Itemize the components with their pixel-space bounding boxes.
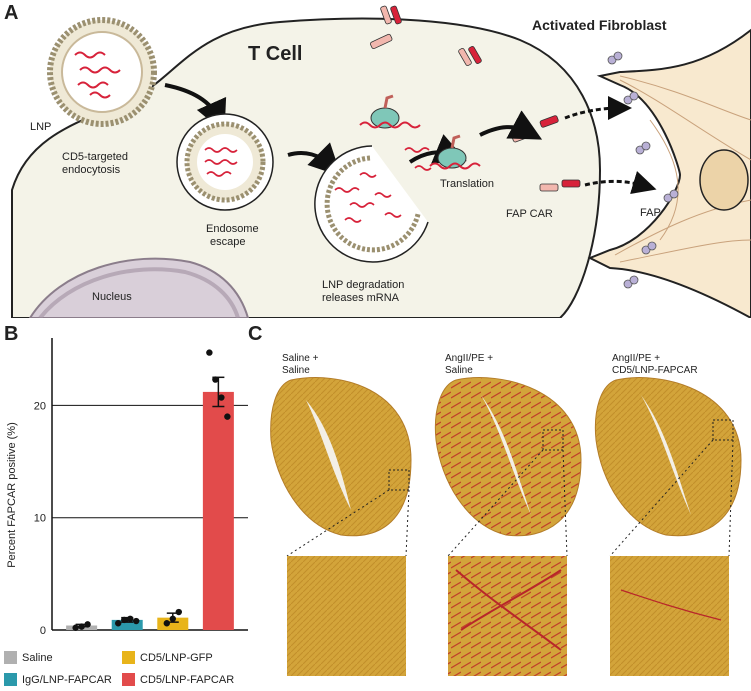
y-tick-label: 10 [34,513,46,525]
data-point [206,349,213,356]
y-tick-label: 20 [34,400,46,412]
bar-igg-lnp-fapcar [111,619,143,630]
endosome [176,113,274,211]
zoom-saline [287,556,406,676]
degraded-lnp [314,145,429,263]
t-cell-title: T Cell [248,43,302,65]
data-point [218,394,225,401]
degradation-label-2: releases mRNA [322,292,400,304]
legend-item: CD5/LNP-GFP [122,651,213,664]
lnp-particle [47,17,157,127]
escape-label-2: escape [210,236,245,248]
ribosome-top [359,94,421,129]
ribosome-translation [429,134,481,170]
mechanism-diagram: Nucleus Activated Fibroblast T Cell LNP [11,5,751,318]
data-point [84,621,91,628]
bar-cd5-lnp-fapcar [202,391,234,630]
panel-c-letter: C [248,323,263,345]
nucleus-label: Nucleus [92,291,132,303]
translation-label: Translation [440,178,494,190]
histology-label-3: AngII/PE + CD5/LNP-FAPCAR [612,353,698,376]
data-point [212,376,219,383]
zoom-angii-fapcar [610,556,729,676]
y-axis-label: Percent FAPCAR positive (%) [6,422,18,568]
histology-label-2: AngII/PE + Saline [445,353,494,376]
legend-swatch [122,651,135,664]
data-point [169,615,176,622]
degradation-label-1: LNP degradation [322,279,404,291]
legend-item: IgG/LNP-FAPCAR [4,673,112,686]
zoom-angii-saline [448,556,567,676]
fap-label: FAP [640,207,661,219]
data-point [133,617,140,625]
legend-label: IgG/LNP-FAPCAR [22,673,112,686]
y-tick-label: 0 [40,625,46,637]
activated-fibroblast [587,28,751,318]
heart-section-saline [270,377,412,537]
data-point [163,620,170,627]
data-point [127,615,134,622]
fapcar-bar-chart: Percent FAPCAR positive (%) 0 10 20 [6,338,248,637]
fibroblast-title: Activated Fibroblast [532,17,667,33]
legend-item: CD5/LNP-FAPCAR [122,673,234,686]
legend-label: CD5/LNP-GFP [140,651,213,664]
lnp-label: LNP [30,121,51,133]
data-point [115,620,122,627]
legend-label: CD5/LNP-FAPCAR [140,673,235,686]
histology-label-1: Saline + Saline [282,353,319,376]
endocytosis-label-2: endocytosis [62,164,121,176]
histology-images [270,377,742,676]
legend-swatch [122,673,135,686]
panel-b-letter: B [4,323,19,345]
legend-label: Saline [22,651,53,664]
panel-a-letter: A [4,2,19,24]
data-point [72,624,79,631]
legend-item: Saline [4,651,53,664]
legend-swatch [4,673,17,686]
endocytosis-label-1: CD5-targeted [62,151,128,163]
escape-label-1: Endosome [206,223,259,235]
data-point [121,616,128,624]
legend-swatch [4,651,17,664]
data-point [78,623,85,630]
data-point [175,608,182,616]
fap-car-label: FAP CAR [506,208,553,220]
fibroblast-nucleus [699,149,749,211]
data-point [224,413,231,420]
